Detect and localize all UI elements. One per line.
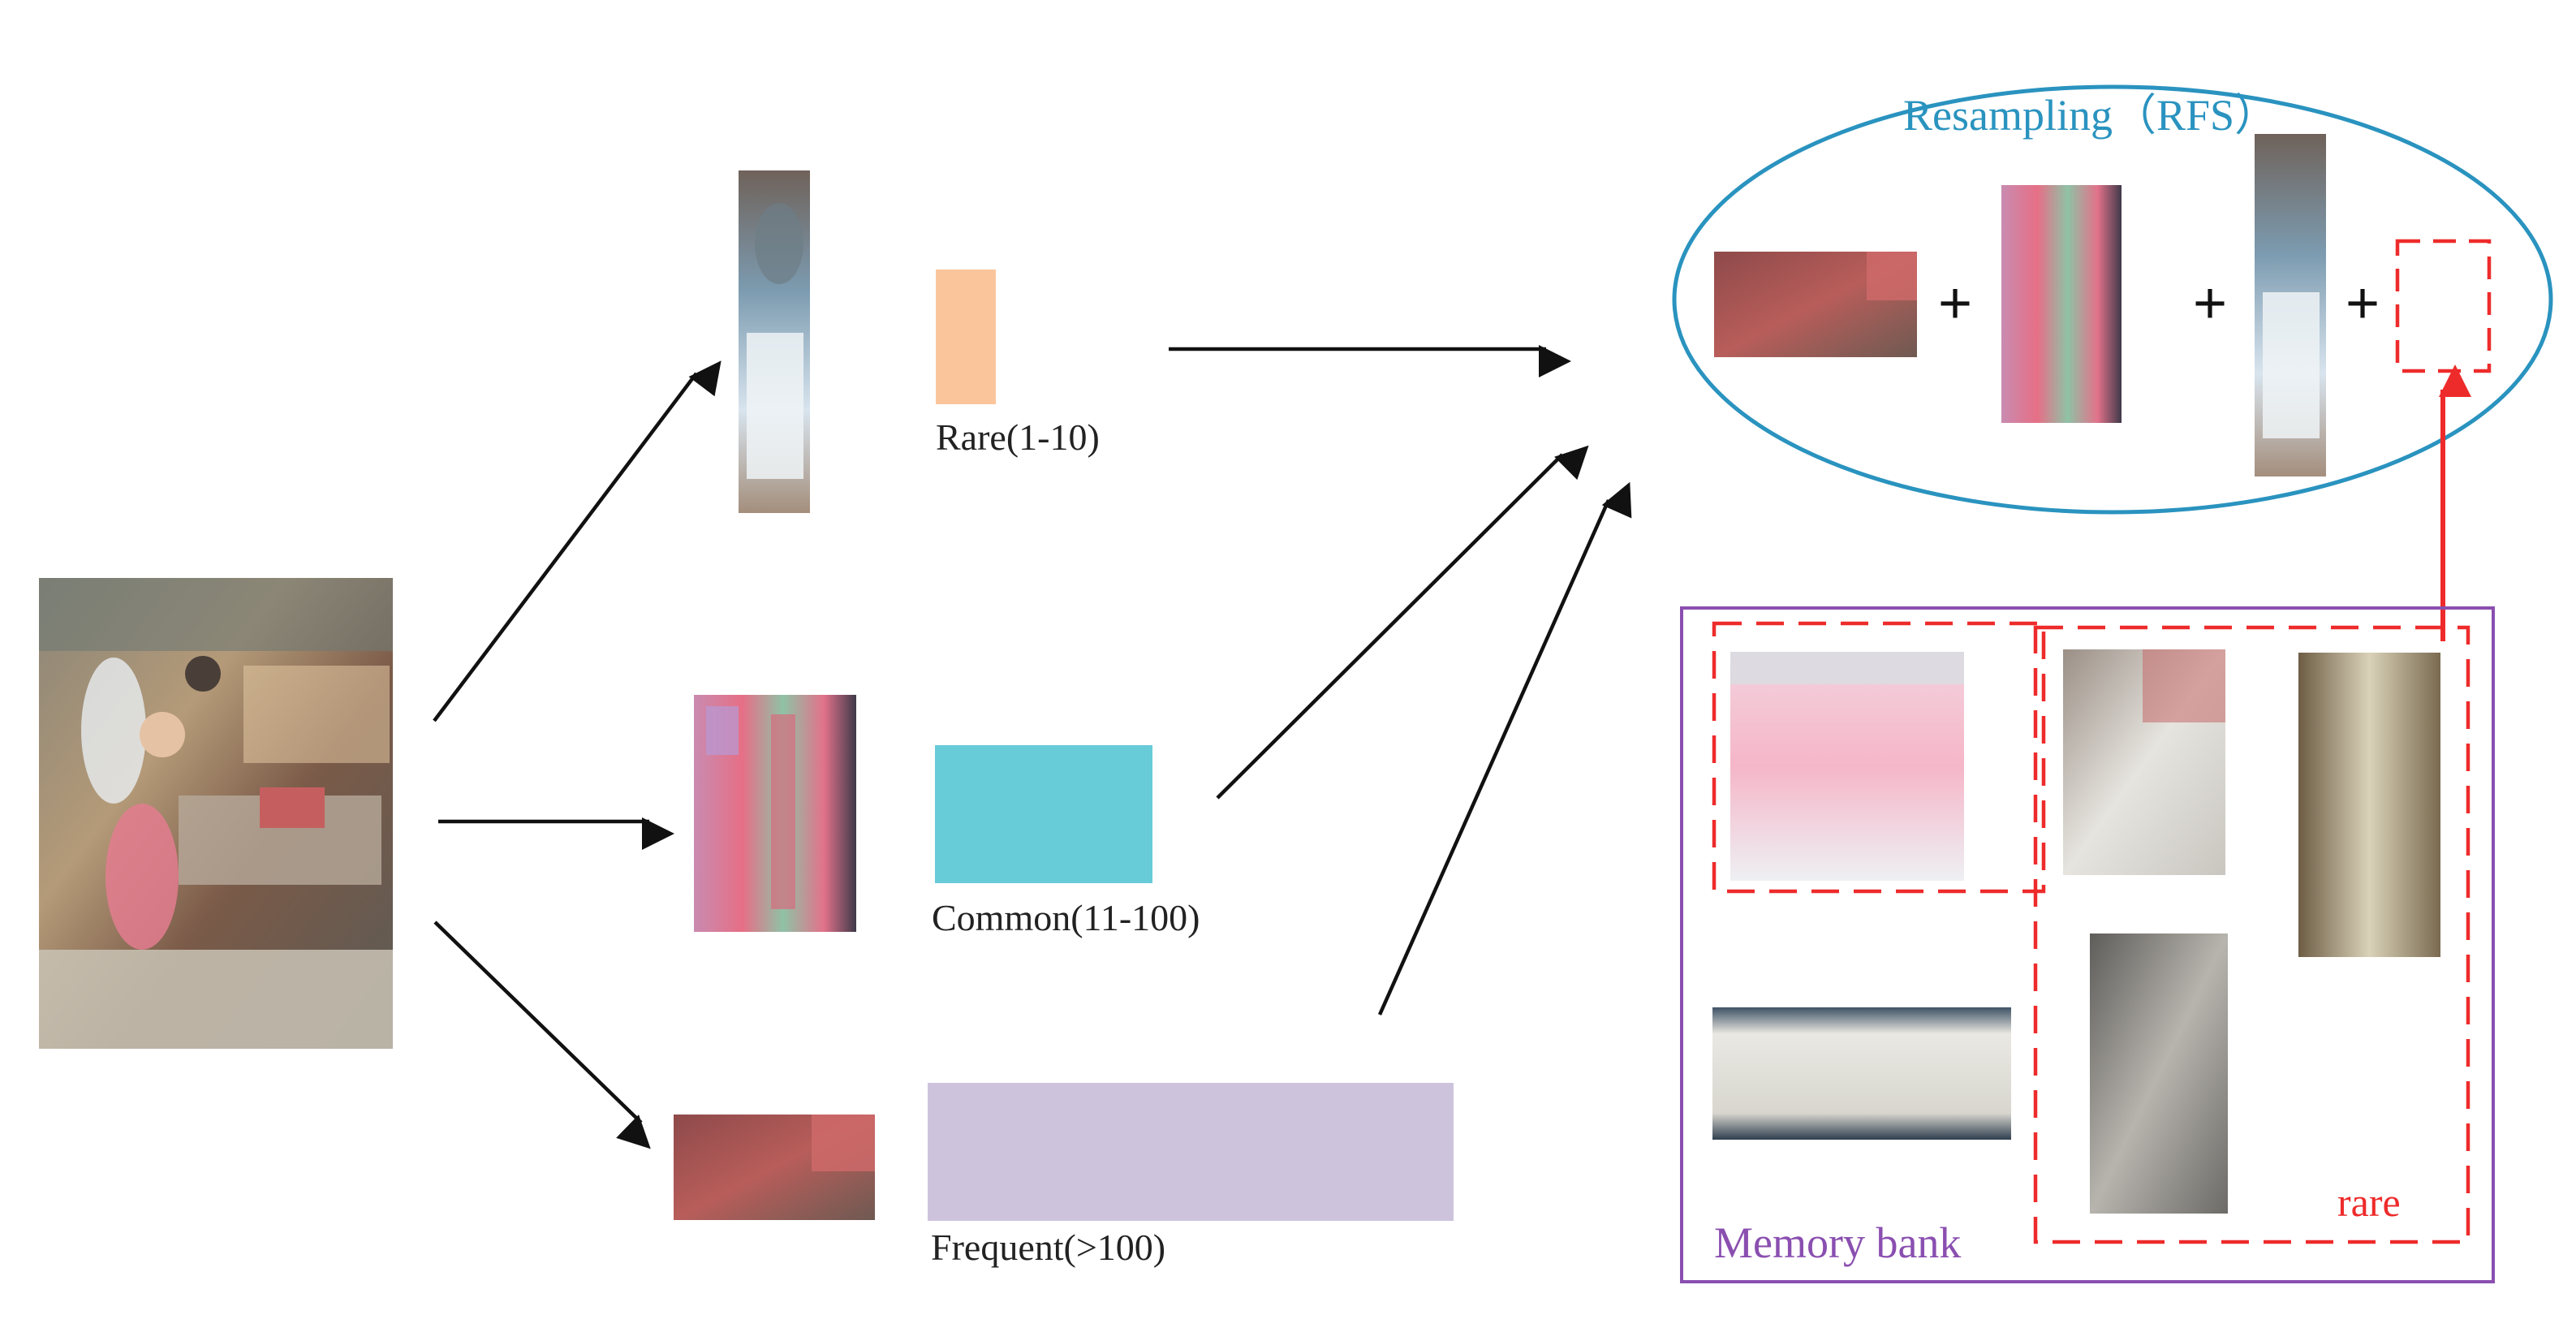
frequent-label: Frequent(>100): [931, 1227, 1166, 1268]
rare-label: Rare(1-10): [936, 416, 1100, 458]
person-crop: [739, 170, 810, 513]
grey-fabric-photo: [2090, 933, 2228, 1214]
arrow-common-to-rfs: [1216, 445, 1589, 800]
common-bar: [935, 745, 1152, 883]
skirt-crop: [694, 695, 856, 932]
rare-group-dashed-box: [2033, 625, 2470, 1244]
arrow-frequent-to-rfs: [1377, 481, 1632, 1015]
plus-sign-3: +: [2346, 271, 2380, 336]
sheer-fabric-photo: [2063, 649, 2225, 875]
arrow-to-frequent: [433, 921, 651, 1149]
rfs-skirt-image: [2001, 185, 2122, 423]
pillow-crop: [674, 1115, 875, 1220]
arrows: [433, 345, 1632, 1149]
memory-bank-box: [1680, 606, 2495, 1283]
arrow-to-rare: [433, 360, 722, 722]
frequent-bar: [928, 1083, 1454, 1221]
pink-dress-photo: [1730, 652, 1964, 881]
resampling-title: Resampling（RFS）: [1903, 91, 2279, 140]
rfs-pillow-image: [1714, 252, 1917, 357]
memory-bank-label: Memory bank: [1714, 1218, 1962, 1267]
plus-sign-1: +: [1938, 271, 1973, 336]
white-pillow-photo: [1712, 1007, 2011, 1140]
rare-bar: [936, 269, 996, 404]
chiffon-fabric-photo: [2298, 653, 2440, 957]
resampling-ellipse: [1672, 84, 2553, 515]
rfs-person-image: [2255, 134, 2326, 476]
source-scene-photo: [39, 578, 393, 1049]
common-label: Common(11-100): [932, 897, 1200, 938]
plus-sign-2: +: [2193, 271, 2228, 336]
rare-group-label: rare: [2337, 1179, 2401, 1225]
rfs-empty-slot: [2395, 239, 2492, 373]
common-group-dashed-box: [1712, 621, 2046, 894]
